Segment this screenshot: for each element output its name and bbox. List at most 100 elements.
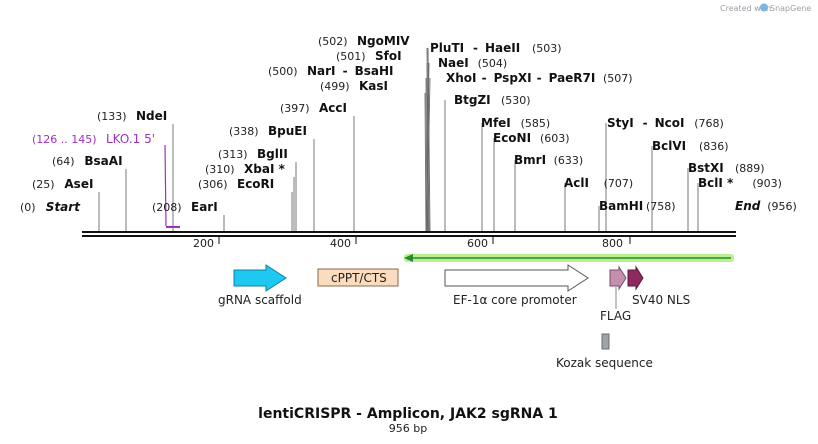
cppt-cts-label: cPPT/CTS [331,271,387,285]
map-title: lentiCRISPR - Amplicon, JAK2 sgRNA 1 [258,406,558,422]
site-eari-position: (208) [152,201,182,214]
site-naei-name: NaeI [438,56,469,70]
kozak-box [601,333,610,350]
site-xhoi-separator: - [537,71,542,85]
primer-range: (126 .. 145) [32,133,97,146]
site-xbai-name: XbaI * [244,162,286,176]
site-acli[interactable]: AclI(707) [564,176,633,190]
site-nari-position: (500) [268,65,298,78]
site-acci-name: AccI [319,101,347,115]
site-start-position: (0) [20,201,36,214]
site-bsaai[interactable]: (64) BsaAI [52,154,123,168]
site-sfoi[interactable]: (501)SfoI [336,49,402,63]
primer-leader-line [164,144,167,227]
site-end-name: End [735,199,761,213]
site-acci-position: (397) [280,102,310,115]
tick-label-800: 800 [602,237,623,250]
site-bclvi[interactable]: BclVI (836) [652,139,729,153]
sequence-backbone: 200 400 600 800 [82,231,736,250]
site-bcli[interactable]: BclI *(903) [698,176,782,190]
site-xhoi[interactable]: XhoI-PspXI-PaeR7I(507) [446,71,633,85]
site-end[interactable]: End(956) [735,199,797,213]
restriction-sites: (0)Start(25)AseI(64)BsaAI(133)NdeI(208)E… [20,34,797,214]
site-kasi-name: KasI [359,79,388,93]
feature-cppt-cts[interactable]: cPPT/CTS [317,268,399,287]
site-styi-name-2: NcoI [655,116,685,130]
site-bmri[interactable]: BmrI (633) [514,153,583,167]
site-bstxi-position: (889) [735,162,765,175]
site-pluti-separator: - [473,41,478,55]
site-kasi-leader [424,92,427,233]
site-styi[interactable]: StyI-NcoI(768) [607,116,724,130]
site-acli-position: (707) [604,177,634,190]
feature-sv40-nls[interactable]: SV40 NLS [627,265,690,307]
site-asei[interactable]: (25) AseI [32,177,93,191]
site-ngomiv[interactable]: (502)NgoMIV [318,34,410,48]
site-btgzi-name: BtgZI [454,93,491,107]
site-sfoi-name: SfoI [375,49,402,63]
site-btgzi-position: (530) [501,94,531,107]
site-ecori[interactable]: (306)EcoRI [198,177,274,191]
site-bmri-position: (633) [554,154,584,167]
site-naei-leader [425,62,430,233]
site-kasi[interactable]: (499)KasI [320,79,388,93]
tick-label-600: 600 [467,237,488,250]
site-start-name: Start [46,200,81,214]
site-xbai[interactable]: (310)XbaI * [205,162,286,176]
site-bcli-position: (903) [752,177,782,190]
site-bamhi-position: (758) [646,200,676,213]
site-start[interactable]: (0) Start [20,200,81,214]
site-leader-lines [98,47,699,233]
flag-label: FLAG [600,309,631,323]
site-asei-name: AseI [64,177,93,191]
site-ngomiv-position: (502) [318,35,348,48]
site-btgzi[interactable]: BtgZI (530) [454,93,531,107]
map-length: 956 bp [389,422,427,435]
cppt-cts-box [317,268,399,287]
feature-grna-scaffold[interactable]: gRNA scaffold [218,264,302,307]
selection-range[interactable] [404,254,734,262]
sv40-nls-arrow [627,265,644,291]
site-bamhi[interactable]: BamHI(758) [599,199,676,213]
ruler-ticks: 200 400 600 800 [193,236,631,250]
site-bclvi-position: (836) [699,140,729,153]
ef1a-promoter-label: EF-1α core promoter [453,293,577,307]
site-nari-name: NarI [307,64,336,78]
feature-ef1a-core-promoter[interactable]: EF-1α core promoter [444,264,589,307]
site-xhoi-separator: - [482,71,487,85]
site-bsaai-name: BsaAI [84,154,122,168]
feature-flag[interactable]: FLAG [600,265,631,323]
site-naei[interactable]: NaeI(504) [438,56,507,70]
site-xhoi-position: (507) [603,72,633,85]
brand-app-name: SnapGene [770,4,811,13]
site-bglii-name: BglII [257,147,288,161]
feature-kozak[interactable]: Kozak sequence [556,333,653,370]
kozak-label: Kozak sequence [556,356,653,370]
site-bmri-name: BmrI [514,153,546,167]
site-acci[interactable]: (397) AccI [280,101,347,115]
site-mfei-name: MfeI [481,116,511,130]
site-nari[interactable]: (500)NarI-BsaHI [268,64,394,78]
site-asei-position: (25) [32,178,55,191]
site-econi[interactable]: EcoNI(603) [493,131,570,145]
sv40-nls-label: SV40 NLS [632,293,690,307]
site-styi-name: StyI [607,116,634,130]
site-ndei[interactable]: (133)NdeI [97,109,167,123]
site-xhoi-name-3: PaeR7I [549,71,596,85]
selection-arrowhead [404,254,413,262]
tick-label-400: 400 [330,237,351,250]
site-bsaai-position: (64) [52,155,75,168]
snapgene-brand: Created with SnapGene [720,3,811,13]
site-mfei[interactable]: MfeI(585) [481,116,550,130]
site-bpuei-position: (338) [229,125,259,138]
site-bglii-position: (313) [218,148,248,161]
site-eari[interactable]: (208)EarI [152,200,218,214]
primer-lko1[interactable]: (126 .. 145) LKO.1 5' [32,132,180,228]
site-bpuei[interactable]: (338)BpuEI [229,124,307,138]
site-pluti[interactable]: PluTI-HaeII(503) [430,41,562,55]
site-bclvi-name: BclVI [652,139,686,153]
site-bstxi[interactable]: BstXI(889) [688,161,765,175]
site-nari-name-2: BsaHI [355,64,394,78]
site-bglii[interactable]: (313) BglII [218,147,288,161]
